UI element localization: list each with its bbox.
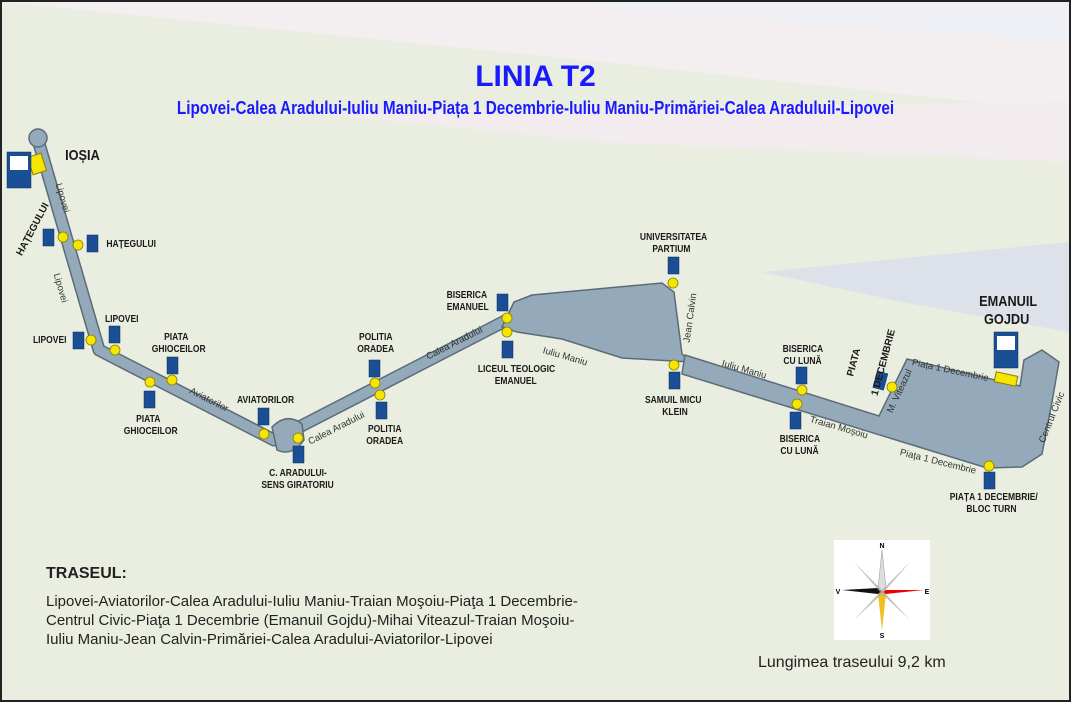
stop-label: HAȚEGULUI [106,239,156,250]
stop-label: PIAȚA 1 DECEMBRIE/ [949,492,1038,503]
stop-label: POLITIA [358,332,393,343]
stop-label: UNIVERSITATEA [639,232,708,243]
route-line: Lipovei-Aviatorilor-Calea Aradului-Iuliu… [46,593,578,610]
stop-label: LIPOVEI [104,314,139,325]
stop-label: POLITIA [367,424,402,435]
compass-e: E [925,589,930,596]
stop-label: SENS GIRATORIU [261,480,334,491]
stop-label: AVIATORILOR [237,395,295,406]
terminal-gojdu-1: EMANUIL [979,293,1038,310]
stop-label: EMANUEL [494,376,537,387]
map-title: LINIA T2 [475,60,596,93]
stop-label: CU LUNĂ [783,356,822,367]
stop-label: PIATA [164,332,189,343]
road-network [28,128,1060,469]
stop-label: GHIOCEILOR [123,426,178,437]
stop-label: ORADEA [366,436,404,447]
stop-label: PARTIUM [652,244,691,255]
stop-label: BLOC TURN [966,504,1017,515]
stop-markers [57,231,995,472]
stop-label: BISERICA [782,344,824,355]
stop-label: LICEUL TEOLOGIC [477,364,556,375]
route-line: Centrul Civic-Piaţa 1 Decembrie (Emanuil… [46,612,575,629]
stop-label: GHIOCEILOR [151,344,206,355]
terminal-iosia: IOȘIA [65,147,100,164]
terminal-platform [993,371,1019,387]
stop-label: SAMUIL MICU [644,395,702,406]
stop-label: KLEIN [662,407,688,418]
stop-label: EMANUEL [446,302,489,313]
route-heading: TRASEUL: [46,565,127,582]
route-length: Lungimea traseului 9,2 km [758,654,946,671]
compass-s: S [880,633,885,640]
bg-band [2,2,1069,112]
terminal-gojdu-2: GOJDU [984,311,1030,328]
bus-stop-signs [6,151,1019,490]
stop-label: PIATA [136,414,161,425]
compass-rose: N S E V [834,540,930,640]
stop-label: BISERICA [446,290,488,301]
compass-n: N [879,543,884,550]
stop-label: ORADEA [357,344,395,355]
bg-band [302,102,1069,162]
stop-label: CU LUNĂ [780,446,819,457]
bg-band [762,242,1069,332]
stop-label: BISERICA [779,434,821,445]
map-subtitle: Lipovei-Calea Aradului-Iuliu Maniu-Piața… [176,98,895,118]
route-description: Lipovei-Aviatorilor-Calea Aradului-Iuliu… [46,592,578,649]
bg-band [562,2,1069,42]
stop-label: LIPOVEI [32,335,67,346]
compass-v: V [836,589,841,596]
route-line: Iuliu Maniu-Jean Calvin-Primăriei-Calea … [46,631,493,648]
stop-label: C. ARADULUI- [269,468,327,479]
